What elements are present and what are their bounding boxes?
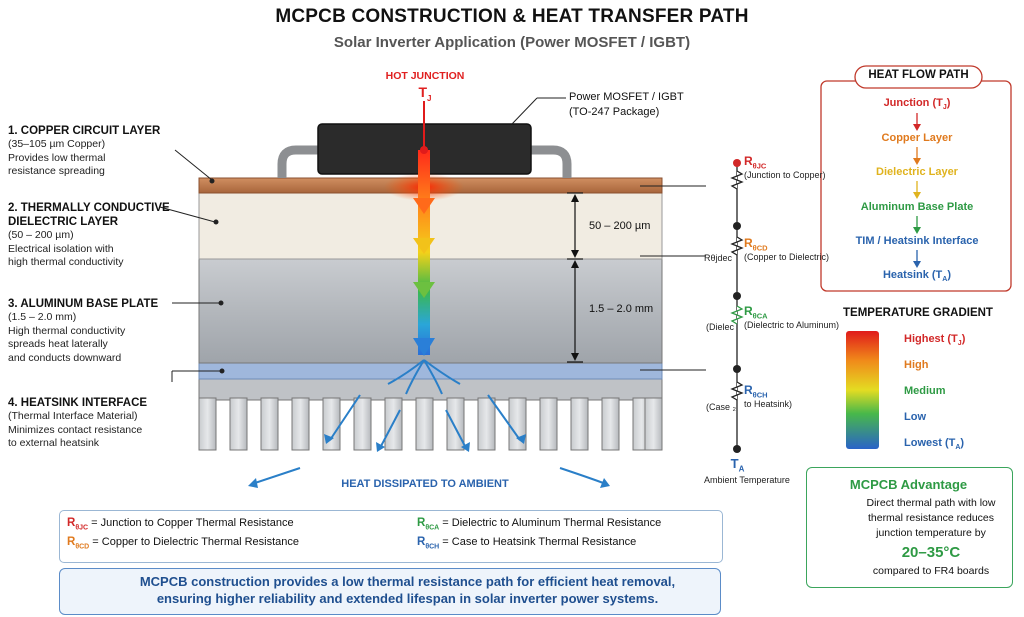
ambient-temp-label: Ambient Temperature <box>704 475 790 485</box>
advantage-box <box>806 467 1013 588</box>
layer-label-dielectric: 2. THERMALLY CONDUCTIVE DIELECTRIC LAYER… <box>8 202 170 268</box>
legend-item-rch: RθCH = Case to Heatsink Thermal Resistan… <box>417 536 637 551</box>
layer-label-copper: 1. COPPER CIRCUIT LAYER (35–105 µm Coppe… <box>8 125 161 177</box>
temperature-gradient-title: TEMPERATURE GRADIENT <box>843 307 993 319</box>
summary-box <box>59 568 721 615</box>
gradient-label-highest: Highest (TJ) <box>904 333 966 348</box>
gradient-label-lowest: Lowest (TA) <box>904 437 965 452</box>
leader-lines <box>159 97 706 382</box>
heat-flow-item-heatsink: Heatsink (TA) <box>882 269 952 284</box>
resistor-label-rca: RθCA (Dielectric to Aluminum) <box>744 304 840 331</box>
dielectric-thickness-label: 50 – 200 µm <box>589 220 651 232</box>
heat-flow-item-junction: Junction (TJ) <box>883 97 951 112</box>
layer-label-heatsink: 4. HEATSINK INTERFACE (Thermal Interface… <box>8 397 148 449</box>
package-lead-left <box>277 145 322 178</box>
dimension-arrows <box>567 192 583 363</box>
legend-item-rca: RθCA = Dielectric to Aluminum Thermal Re… <box>417 517 662 532</box>
resistor-left-label-rca: (Dielec <box>706 322 735 332</box>
resistance-legend <box>59 510 723 563</box>
heat-flow-item-copper: Copper Layer <box>881 132 953 144</box>
summary-text: MCPCB construction provides a low therma… <box>139 574 676 606</box>
hot-junction-label: HOT JUNCTION <box>385 70 465 82</box>
aluminum-base-plate <box>198 258 663 364</box>
resistor-label-rcd: RθCD (Copper to Dielectric) <box>744 236 830 263</box>
gradient-label-low: Low <box>904 411 926 423</box>
package-label: Power MOSFET / IGBT (TO-247 Package) <box>569 91 684 118</box>
heat-flow-item-tim: TIM / Heatsink Interface <box>855 235 979 247</box>
advantage-last: compared to FR4 boards <box>872 565 990 577</box>
heatsink <box>198 377 663 451</box>
heat-flow-title: HEAT FLOW PATH <box>868 69 969 81</box>
junction-temp-symbol: TJ <box>418 84 432 103</box>
ambient-temp-symbol: TA <box>730 456 745 474</box>
resistor-left-label-rch: (Case ₂ <box>706 402 737 412</box>
temperature-gradient-bar <box>846 331 879 449</box>
heat-flow-item-dielectric: Dielectric Layer <box>876 166 958 178</box>
page-subtitle: Solar Inverter Application (Power MOSFET… <box>333 34 691 51</box>
gradient-label-medium: Medium <box>904 385 946 397</box>
thermal-resistance-network <box>730 159 744 453</box>
package-lead-right <box>527 145 572 178</box>
advantage-highlight: 20–35°C <box>901 544 961 561</box>
resistor-label-rch: RθCH to Heatsink) <box>744 383 793 410</box>
resistor-left-label-rcd: Rθjdec <box>704 253 733 263</box>
heat-flow-list: Junction (TJ) Copper Layer Dielectric La… <box>832 97 1002 287</box>
heat-spread-arrows <box>251 359 607 485</box>
aluminum-thickness-label: 1.5 – 2.0 mm <box>589 303 654 315</box>
heat-flow-item-aluminum: Aluminum Base Plate <box>860 201 974 213</box>
advantage-title: MCPCB Advantage <box>849 477 968 492</box>
page-title: MCPCB CONSTRUCTION & HEAT TRANSFER PATH <box>275 6 749 27</box>
legend-item-rcd: RθCD = Copper to Dielectric Thermal Resi… <box>67 536 300 551</box>
advantage-text: Direct thermal path with low thermal res… <box>866 497 996 539</box>
layer-label-aluminum: 3. ALUMINUM BASE PLATE (1.5 – 2.0 mm) Hi… <box>8 298 159 364</box>
gradient-label-high: High <box>904 359 929 371</box>
legend-item-rjc: RθJC = Junction to Copper Thermal Resist… <box>67 517 294 532</box>
resistor-label-rjc: RθJC (Junction to Copper) <box>744 154 826 181</box>
heat-dissipated-label: HEAT DISSIPATED TO AMBIENT <box>341 478 509 490</box>
